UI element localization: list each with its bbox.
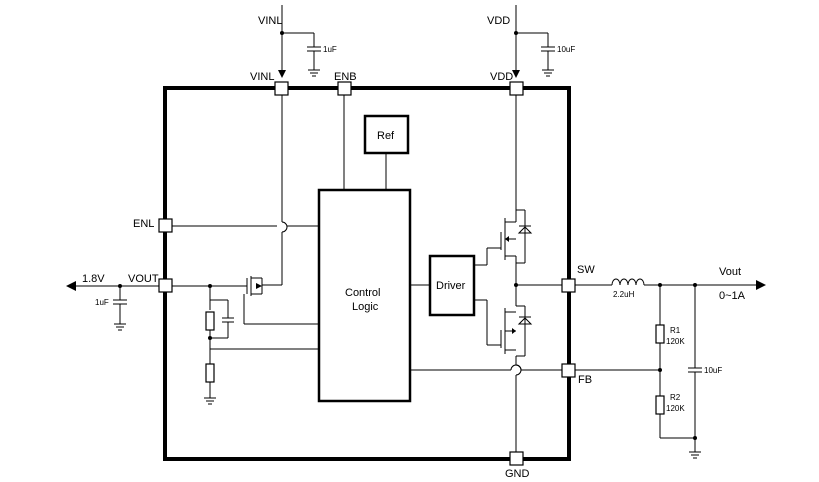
- ldo-output-external: 1.8V 1uF: [66, 273, 159, 331]
- pin-gnd: [509, 451, 524, 466]
- pin-gnd-label: GND: [505, 468, 530, 480]
- inductor-label: 2.2uH: [613, 290, 635, 299]
- control-logic-block: [317, 188, 412, 403]
- pin-vinl-label: VINL: [250, 71, 274, 83]
- vdd-top-label: VDD: [487, 15, 510, 27]
- r2-resistor: [655, 395, 665, 415]
- pin-vdd-label: VDD: [490, 71, 513, 83]
- output-cap-label: 10uF: [704, 366, 722, 375]
- vinl-top-label: VINL: [258, 15, 282, 27]
- ldo-feedback-network: [204, 286, 319, 405]
- buck-output-external: 2.2uH Vout 0~1A R1 120K R2 120K 10uF: [575, 266, 766, 459]
- control-logic-label-2: Logic: [352, 301, 379, 313]
- vdd-cap-label: 10uF: [557, 45, 575, 54]
- r2-value: 120K: [666, 404, 685, 413]
- pin-vdd: [509, 81, 524, 96]
- r1-value: 120K: [666, 337, 685, 346]
- driver-label: Driver: [436, 280, 466, 292]
- high-side-mosfet: [487, 94, 533, 285]
- low-side-mosfet: [487, 285, 533, 452]
- vdd-input: VDD 10uF: [487, 5, 575, 78]
- pin-fb-label: FB: [578, 374, 592, 386]
- pin-vinl: [274, 81, 289, 96]
- r2-name: R2: [670, 393, 681, 402]
- pin-fb: [561, 363, 576, 378]
- pin-enl-label: ENL: [133, 218, 154, 230]
- control-logic-label-1: Control: [345, 287, 380, 299]
- vout-right-label: Vout: [719, 266, 741, 278]
- chip-outline: [163, 86, 571, 461]
- vinl-cap-label: 1uF: [323, 45, 337, 54]
- pin-sw-label: SW: [577, 264, 595, 276]
- r1-resistor: [655, 324, 665, 344]
- r1-name: R1: [670, 326, 681, 335]
- ldo-pass-transistor: [240, 276, 319, 325]
- pin-enl: [158, 218, 173, 233]
- pin-enb-label: ENB: [334, 71, 357, 83]
- ldo-output-cap-label: 1uF: [95, 298, 109, 307]
- vinl-input: VINL 1uF: [258, 5, 337, 78]
- inductor-symbol: [611, 278, 645, 286]
- ref-block: [363, 114, 410, 155]
- ldo-output-voltage-label: 1.8V: [82, 273, 105, 285]
- pin-vout: [158, 278, 173, 293]
- pin-enb: [337, 81, 352, 96]
- pin-vout-label: VOUT: [128, 273, 159, 285]
- ref-label: Ref: [377, 130, 395, 142]
- pin-sw: [561, 278, 576, 293]
- vout-range-label: 0~1A: [719, 290, 746, 302]
